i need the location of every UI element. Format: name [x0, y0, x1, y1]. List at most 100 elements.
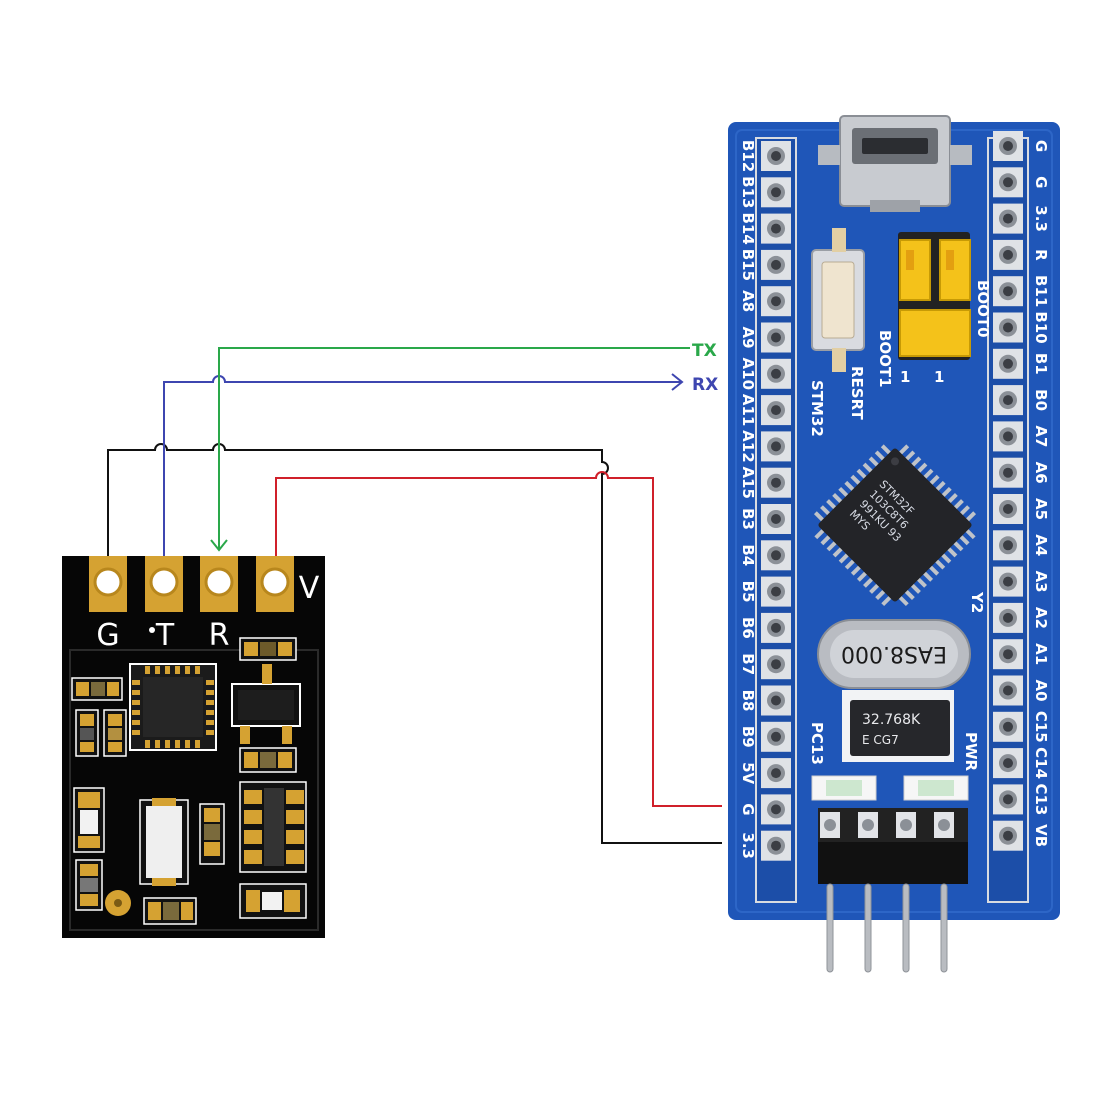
wire-tx-arrowhead	[210, 539, 228, 552]
crystal-rtc: 32.768K E CG7	[842, 690, 954, 762]
micro-usb-connector	[818, 115, 972, 212]
right-pin-label: A1	[1032, 643, 1050, 665]
swd-header	[818, 808, 968, 973]
left-pin-label: B5	[739, 581, 757, 603]
reset-button	[811, 228, 865, 372]
left-pin-label: B3	[739, 508, 757, 530]
mcu-chip: STM32F 103C8T6 991KU 93 MYS	[813, 444, 977, 607]
right-header-pin	[993, 348, 1023, 379]
module-sensor-element	[139, 798, 189, 886]
crystal-main-label: EAS8.000	[841, 641, 947, 666]
rx-label: RX	[692, 375, 718, 395]
left-pin-label: A8	[739, 290, 757, 312]
pad-label-t: T	[155, 618, 175, 653]
left-header-pin	[761, 286, 791, 317]
left-pin-labels: B12B13B14B15A8A9A10A11A12A15B3B4B5B6B7B8…	[739, 140, 757, 859]
right-header-pin	[993, 639, 1023, 670]
right-header-pin	[993, 385, 1023, 416]
right-pin-label: C13	[1032, 783, 1050, 815]
right-pin-label: B1	[1032, 353, 1050, 375]
silk-boot1: BOOT1	[876, 330, 894, 388]
right-header-pin	[993, 748, 1023, 779]
module-resistor-array	[239, 781, 307, 873]
wire-rx-arrowhead	[671, 373, 684, 391]
left-header-pin	[761, 830, 791, 861]
wire-gnd	[107, 443, 722, 844]
right-header-pin	[993, 820, 1023, 851]
right-pin-label: G	[1032, 176, 1050, 188]
wire-tx	[218, 347, 690, 550]
right-header-pin	[993, 167, 1023, 198]
right-pin-label: A2	[1032, 607, 1050, 629]
left-pin-label: B14	[739, 212, 757, 244]
module-pad-t	[145, 556, 183, 612]
right-pin-label: A4	[1032, 534, 1050, 556]
silk-pc13: PC13	[808, 722, 826, 765]
right-pin-label: B11	[1032, 275, 1050, 307]
right-pin-label: B10	[1032, 311, 1050, 343]
left-header-pin	[761, 758, 791, 789]
rtc-label-2: E CG7	[862, 733, 899, 747]
right-pin-label: A7	[1032, 425, 1050, 447]
left-pin-label: B12	[739, 140, 757, 172]
left-header-pin	[761, 612, 791, 643]
left-header-pin	[761, 685, 791, 716]
left-pin-label: B13	[739, 176, 757, 208]
right-pin-label: B0	[1032, 389, 1050, 411]
left-header-pin	[761, 467, 791, 498]
silk-jumper-1a: 1	[900, 368, 910, 386]
left-header-pin	[761, 721, 791, 752]
rtc-label-1: 32.768K	[862, 712, 921, 728]
right-header-pin	[993, 312, 1023, 343]
silk-jumper-1b: 1	[934, 368, 944, 386]
right-pin-label: A5	[1032, 498, 1050, 520]
left-header-pin	[761, 649, 791, 680]
crystal-8mhz: EAS8.000	[817, 619, 971, 689]
left-pin-label: B7	[739, 653, 757, 675]
pad-label-r: R	[209, 618, 230, 653]
right-pin-label: VB	[1032, 824, 1050, 847]
left-pin-label: B6	[739, 617, 757, 639]
right-header-pin	[993, 494, 1023, 524]
left-pin-label: 5V	[739, 762, 757, 784]
led-pc13	[811, 775, 877, 801]
right-pin-label: A0	[1032, 679, 1050, 701]
left-header-pin	[761, 213, 791, 244]
right-pin-labels: GG3.3RB11B10B1B0A7A6A5A4A3A2A1A0C15C14C1…	[1032, 140, 1050, 847]
wires	[107, 347, 722, 844]
left-header-pin	[761, 249, 791, 280]
left-header-pin	[761, 395, 791, 426]
module-pad-v	[256, 556, 294, 612]
pad-label-g: G	[96, 618, 119, 653]
led-pwr	[903, 775, 969, 801]
left-pin-label: A15	[739, 466, 757, 498]
left-pin-label: G	[739, 803, 757, 815]
stm32-board: B12B13B14B15A8A9A10A11A12A15B3B4B5B6B7B8…	[728, 115, 1060, 973]
right-header-pin	[993, 675, 1023, 706]
right-pin-label: A6	[1032, 462, 1050, 484]
module-qfn-chip	[129, 663, 217, 751]
left-header-pin	[761, 794, 791, 825]
right-header-pin	[993, 421, 1023, 452]
wire-rx	[163, 375, 682, 556]
left-pin-label: A12	[739, 430, 757, 462]
left-header-pin	[761, 431, 791, 462]
silk-stm32: STM32	[808, 380, 826, 437]
left-header-pin	[761, 177, 791, 208]
silk-y2: Y2	[968, 591, 986, 613]
right-header-pin	[993, 711, 1023, 742]
silk-boot0: BOOT0	[974, 280, 992, 338]
left-pin-label: B15	[739, 249, 757, 281]
left-pin-label: B4	[739, 544, 757, 566]
left-pin-header	[755, 137, 797, 903]
boot-jumpers: BOOT1 BOOT0 1 1	[876, 232, 992, 388]
right-pin-label: A3	[1032, 571, 1050, 593]
left-pin-label: A11	[739, 394, 757, 426]
right-header-pin	[993, 530, 1023, 561]
left-header-pin	[761, 504, 791, 534]
right-header-pin	[993, 239, 1023, 270]
left-pin-label: A9	[739, 326, 757, 348]
left-header-pin	[761, 576, 791, 607]
right-pin-header	[987, 131, 1029, 903]
